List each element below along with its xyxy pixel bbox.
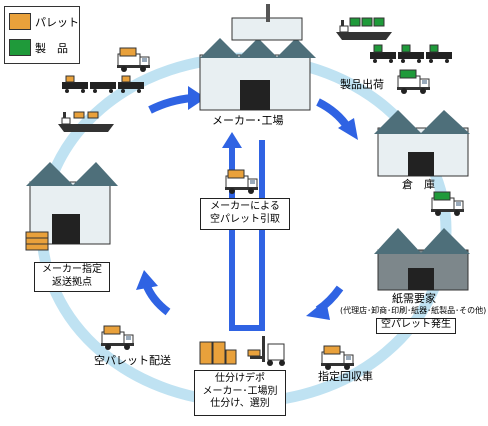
depot-box: 仕分けデポ メーカー･工場別 仕分け、選別 (194, 370, 286, 416)
truck-designated-collection (320, 345, 355, 371)
cycle-arrowhead-to-return (136, 270, 158, 290)
cycle-arrow-to-warehouse (316, 98, 352, 131)
consumer-building (374, 228, 470, 291)
truck-pickup-center (224, 169, 259, 195)
cycle-arrowhead-to-warehouse (338, 118, 358, 140)
shipping-label: 製品出荷 (340, 78, 384, 91)
pickup-line1: メーカーによる (210, 201, 280, 212)
cycle-arrowhead-to-collection (306, 300, 330, 320)
empty-delivery-label: 空パレット配送 (94, 354, 171, 367)
pickup-loop-line (229, 140, 265, 331)
truck-warehouse (430, 191, 465, 217)
pallet-train (62, 75, 144, 93)
truck-empty-delivery (100, 325, 135, 351)
warehouse-building (374, 110, 470, 177)
product-truck (396, 69, 431, 95)
product-ship (335, 17, 393, 41)
truck-top-left (116, 47, 151, 73)
pickup-box: メーカーによる 空パレット引取 (200, 198, 290, 230)
return-base-building (25, 162, 118, 251)
depot-pallet-stack (199, 341, 237, 365)
depot-line1: 仕分けデポ (215, 373, 265, 384)
designated-truck-label: 指定回収車 (318, 370, 373, 383)
pallet-legend-label: パレット (35, 16, 79, 29)
return-line2: 返送拠点 (52, 276, 92, 288)
cycle-arrow-to-return (142, 282, 171, 316)
pallet-stack-return (25, 231, 49, 251)
depot-line3: 仕分け、選別 (210, 398, 270, 409)
pickup-arrowhead (222, 132, 242, 148)
return-base-box: メーカー指定 返送拠点 (34, 262, 110, 292)
depot-line2: メーカー･工場別 (202, 385, 278, 397)
pallet-ship (57, 111, 115, 133)
consumer-title: 紙需要家 (392, 292, 436, 305)
pickup-line2: 空パレット引取 (210, 213, 280, 225)
cycle-arrowhead-to-factory (188, 86, 206, 110)
pallet-legend-swatch (9, 13, 31, 30)
consumer-subtitle: (代理店･卸商･印刷･紙器･紙製品･その他) (340, 306, 487, 315)
empty-pallet-occur-box: 空パレット発生 (376, 318, 456, 334)
cycle-arrow-to-factory (148, 94, 193, 114)
legend: パレット 製 品 (4, 6, 80, 64)
factory-building (199, 4, 316, 111)
empty-pallet-occur-label: 空パレット発生 (381, 319, 451, 330)
product-legend-swatch (9, 39, 31, 56)
return-line1: メーカー指定 (42, 264, 102, 275)
warehouse-label: 倉 庫 (402, 178, 435, 191)
factory-label: メーカー･工場 (212, 114, 284, 127)
forklift (247, 336, 285, 366)
product-train (370, 44, 452, 63)
product-legend-label: 製 品 (35, 42, 68, 55)
